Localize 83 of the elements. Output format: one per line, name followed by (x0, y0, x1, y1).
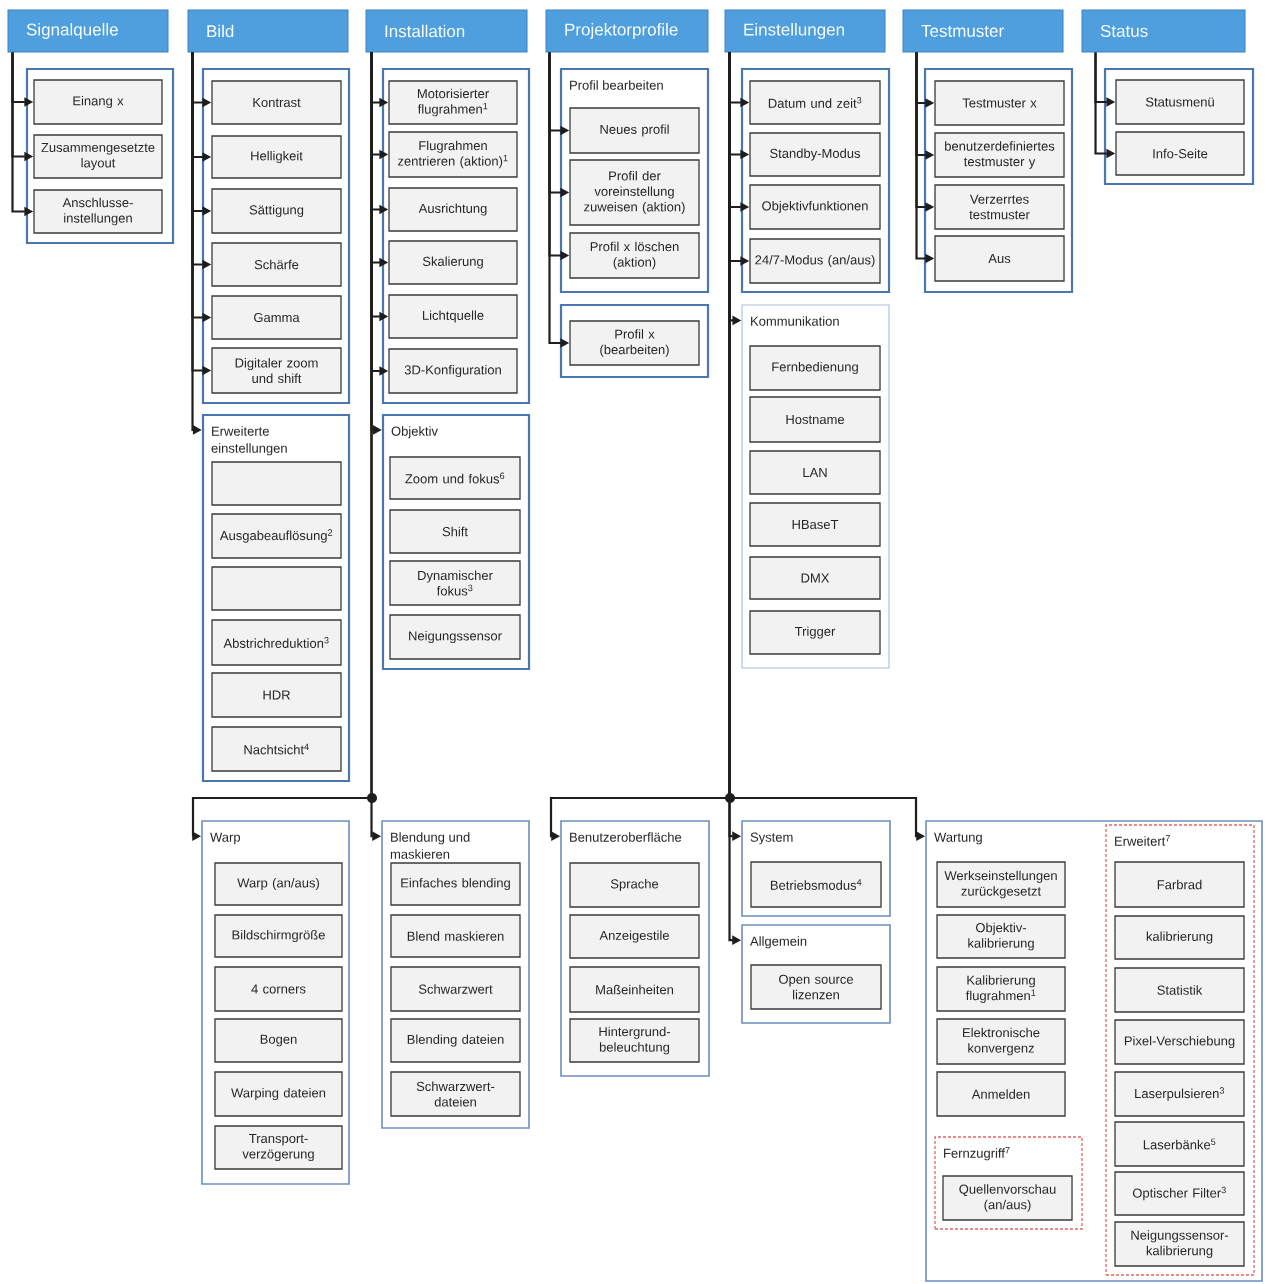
menu-item-box: Werkseinstellungen zurückgesetzt (936, 861, 1066, 908)
header-box: Status (1081, 9, 1246, 53)
menu-item-box: Verzerrtes testmuster (934, 184, 1065, 230)
menu-item-box: Lichtquelle (388, 294, 518, 339)
header-box: Testmuster (902, 9, 1064, 53)
menu-item-box: Bildschirmgröße (214, 914, 343, 958)
menu-item-box: Digitaler zoom und shift (211, 347, 342, 394)
menu-item-box: Hostname (749, 396, 881, 443)
menu-item-box: Blending dateien (390, 1018, 521, 1063)
menu-item-box: Gamma (211, 295, 342, 340)
menu-item-box: Trigger (749, 610, 881, 655)
menu-item-box: Flugrahmen zentrieren (aktion)$^{1}$ (388, 131, 518, 178)
menu-item-box: DMX (749, 556, 881, 600)
menu-item-box: Anmelden (936, 1071, 1066, 1117)
menu-item-box: Open source lizenzen (750, 964, 882, 1010)
menu-item-box: 24/7-Modus (an/aus) (749, 238, 881, 284)
menu-item-box: Optischer Filter$^{3}$ (1114, 1171, 1245, 1216)
menu-item-box: LAN (749, 450, 881, 495)
menu-item-box: Transport- verzögerung (214, 1125, 343, 1170)
menu-item-box: Betriebsmodus$^{4}$ (750, 861, 882, 908)
header-box: Bild (187, 9, 349, 53)
menu-item-box: Profil der voreinstellung zuweisen (aktion) (569, 159, 700, 226)
menu-item-box: Profil x (bearbeiten) (569, 320, 700, 366)
header-box: Einstellungen (724, 9, 886, 53)
menu-item-box: Testmuster x (934, 80, 1065, 126)
header-box: Installation (365, 9, 528, 53)
menu-item-box: Maßeinheiten (569, 966, 700, 1013)
menu-item-box: Motorisierter flugrahmen$^{1}$ (388, 80, 518, 125)
menu-item-box: Kalibrierung flugrahmen$^{1}$ (936, 966, 1066, 1012)
menu-item-box: benutzerdefiniertes testmuster y (934, 132, 1065, 178)
menu-item-box: Sprache (569, 862, 700, 908)
menu-item-box: Blend maskieren (390, 914, 521, 958)
menu-item-box: Warping dateien (214, 1071, 343, 1117)
menu-item-box: 4 corners (214, 966, 343, 1012)
menu-item-box: Einang x (33, 79, 163, 125)
menu-item-box: kalibrierung (1114, 915, 1245, 960)
menu-item-box: Warp (an/aus) (214, 862, 343, 906)
menu-item-box: HDR (211, 672, 342, 718)
menu-item-box: Objektivfunktionen (749, 184, 881, 230)
menu-item-box: Kontrast (211, 80, 342, 125)
menu-item-box: Statusmenü (1115, 79, 1245, 125)
menu-item-box (211, 461, 342, 506)
header-box: Projektorprofile (545, 9, 709, 53)
menu-item-box: Neigungssensor- kalibrierung (1114, 1221, 1245, 1267)
menu-item-box (211, 566, 342, 611)
menu-item-box: Zoom und fokus$^{6}$ (389, 456, 521, 500)
menu-item-box: Bogen (214, 1018, 343, 1063)
menu-item-box: Ausrichtung (388, 187, 518, 232)
menu-item-box: Helligkeit (211, 135, 342, 179)
menu-item-box: Farbrad (1114, 861, 1245, 908)
menu-item-box: 3D-Konfiguration (388, 348, 518, 394)
menu-item-box: Elektronische konvergenz (936, 1018, 1066, 1065)
menu-item-box: Quellenvorschau (an/aus) (942, 1175, 1073, 1221)
header-box: Signalquelle (7, 9, 169, 53)
menu-item-box: Standby-Modus (749, 132, 881, 177)
menu-item-box: Schärfe (211, 242, 342, 287)
menu-item-box: Aus (934, 235, 1065, 282)
menu-item-box: Pixel-Verschiebung (1114, 1019, 1245, 1065)
menu-item-box: Schwarzwert- dateien (390, 1071, 521, 1117)
menu-item-box: Schwarzwert (390, 966, 521, 1012)
menu-item-box: Datum und zeit$^{3}$ (749, 80, 881, 125)
menu-item-box: Objektiv- kalibrierung (936, 914, 1066, 959)
menu-item-box: Fernbedienung (749, 345, 881, 391)
menu-item-box: Neues profil (569, 107, 700, 154)
menu-item-box: Neigungssensor (389, 614, 521, 660)
menu-item-box: Anzeigestile (569, 914, 700, 959)
menu-item-box: Laserbänke$^{5}$ (1114, 1121, 1245, 1167)
menu-item-box: Laserpulsieren$^{3}$ (1114, 1071, 1245, 1117)
menu-item-box: Nachtsicht$^{4}$ (211, 726, 342, 772)
menu-item-box: Statistik (1114, 967, 1245, 1013)
menu-item-box: Hintergrund- beleuchtung (569, 1018, 700, 1063)
menu-item-box: Shift (389, 509, 521, 554)
menu-item-box: Anschlusse- instellungen (33, 189, 163, 234)
menu-item-box: Skalierung (388, 240, 518, 285)
menu-item-box: Abstrichreduktion$^{3}$ (211, 619, 342, 666)
menu-item-box: Info-Seite (1115, 131, 1245, 176)
menu-item-box: Dynamischer fokus$^{3}$ (389, 560, 521, 606)
menu-item-box: Ausgabeauflösung$^{2}$ (211, 513, 342, 559)
menu-item-box: Einfaches blending (390, 862, 521, 906)
menu-item-box: Sättigung (211, 188, 342, 234)
menu-item-box: HBaseT (749, 502, 881, 547)
menu-item-box: Profil x löschen (aktion) (569, 232, 700, 279)
menu-item-box: Zusammengesetzte layout (33, 134, 163, 179)
